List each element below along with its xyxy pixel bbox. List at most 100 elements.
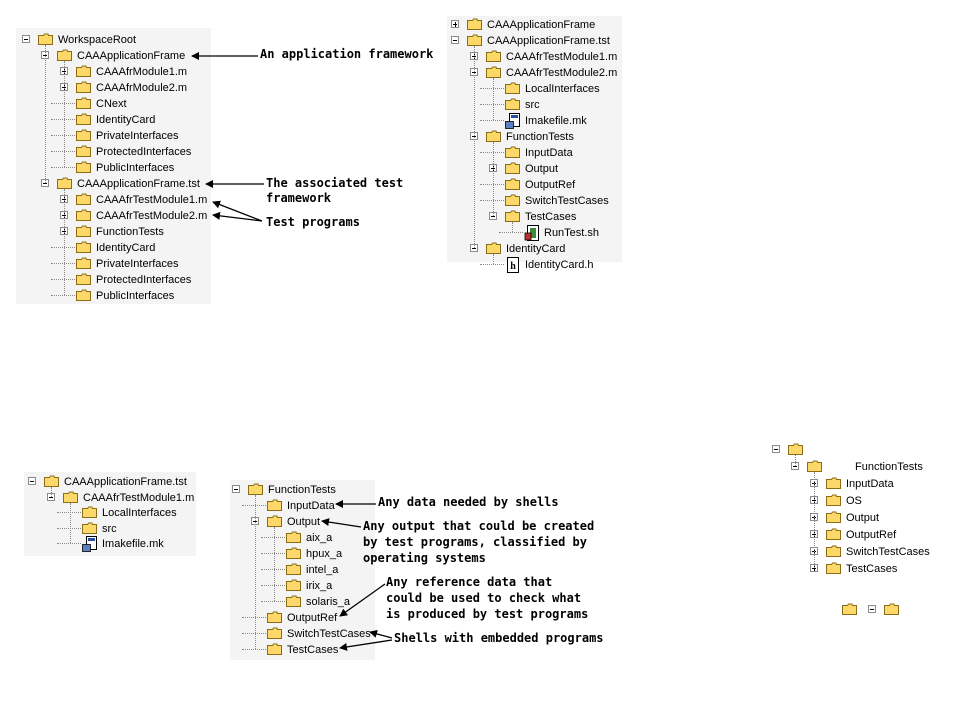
collapse-icon[interactable] (772, 445, 780, 453)
tree-node-label: CAAApplicationFrame.tst (77, 178, 200, 190)
tree-node-label: FunctionTests (96, 226, 164, 238)
tree-node-label: ProtectedInterfaces (96, 146, 192, 158)
tree-node-label: solaris_a (306, 596, 351, 608)
tree-connector (480, 104, 504, 105)
tree-node-label: IdentityCard (506, 243, 566, 255)
tree-node-label: PrivateInterfaces (96, 130, 179, 142)
arrow-switch-test-cases (369, 629, 393, 639)
folder-icon (286, 563, 301, 575)
folder-icon (826, 562, 841, 574)
tree-node-label: OutputRef (525, 179, 576, 191)
tree-node-label: OutputRef (287, 612, 338, 624)
folder-icon (467, 34, 482, 46)
tree-node-label: OutputRef (846, 529, 897, 541)
folder-icon (76, 65, 91, 77)
tree-connector (255, 495, 256, 649)
tree-node-label: WorkspaceRoot (58, 34, 137, 46)
tree-connector (512, 222, 513, 232)
collapse-icon[interactable] (451, 36, 459, 44)
folder-icon (44, 475, 59, 487)
tree-connector (274, 527, 275, 601)
tree-node-label: PublicInterfaces (96, 162, 175, 174)
tree-node-label: InputData (287, 500, 335, 512)
tree-connector (480, 200, 504, 201)
folder-icon (76, 97, 91, 109)
tree-connector (242, 505, 266, 506)
collapse-icon[interactable] (28, 477, 36, 485)
tree-node-label: SwitchTestCases (846, 546, 930, 558)
folder-icon (486, 66, 501, 78)
annotation-shells: Shells with embedded programs (394, 631, 604, 645)
folder-icon (76, 273, 91, 285)
collapse-icon[interactable] (232, 485, 240, 493)
arrow-test-module1 (212, 200, 263, 222)
tree-connector (242, 649, 266, 650)
tree-node-label: CAAAfrModule1.m (96, 66, 188, 78)
tree-node-label: SwitchTestCases (525, 195, 609, 207)
annotation-output-line1: Any output that could be created (363, 519, 595, 533)
annotation-test-framework-line1: The associated test (266, 176, 404, 190)
folder-icon (267, 499, 282, 511)
annotation-reference-line2: could be used to check what (386, 591, 582, 605)
tree-node-label: intel_a (306, 564, 339, 576)
folder-icon (82, 506, 97, 518)
folder-icon (76, 113, 91, 125)
tree-node-label: IdentityCard (96, 114, 156, 126)
annotation-output-line2: by test programs, classified by (363, 535, 587, 549)
tree-connector (474, 46, 475, 248)
folder-icon (76, 225, 91, 237)
arrow-output (321, 518, 362, 528)
collapse-icon[interactable] (868, 605, 876, 613)
annotation-app-framework: An application framework (260, 47, 434, 61)
tree-node-label: OS (846, 495, 862, 507)
tree-connector (480, 120, 504, 121)
folder-icon (505, 98, 520, 110)
folder-icon (57, 177, 72, 189)
tree-node-label: Output (287, 516, 321, 528)
annotation-input-data: Any data needed by shells (378, 495, 559, 509)
tree-node-label: CAAApplicationFrame (487, 19, 596, 31)
expand-icon[interactable] (451, 20, 459, 28)
folder-icon (807, 460, 822, 472)
collapse-icon[interactable] (22, 35, 30, 43)
makefile-icon (82, 536, 98, 552)
folder-icon (76, 289, 91, 301)
tree-node-label: IdentityCard (96, 242, 156, 254)
tree-node-label: FunctionTests (506, 131, 574, 143)
tree-connector (814, 472, 815, 568)
arrow-output-ref (339, 583, 386, 617)
folder-icon (826, 511, 841, 523)
tree-node-label: CAAAfrTestModule2.m (96, 210, 208, 222)
tree-node-label: CAAAfrTestModule1.m (83, 491, 195, 504)
tree-node-label: TestCases (846, 563, 898, 575)
folder-icon (76, 241, 91, 253)
folder-icon (76, 129, 91, 141)
folder-icon (884, 603, 899, 615)
tree-connector (261, 553, 285, 554)
tree-connector (480, 264, 504, 265)
folder-icon (76, 81, 91, 93)
tree-connector (261, 601, 285, 602)
tree-node-label: InputData (525, 147, 573, 159)
folder-icon (505, 146, 520, 158)
folder-icon (76, 257, 91, 269)
arrow-test-cases (339, 639, 393, 651)
annotation-test-programs: Test programs (266, 215, 360, 229)
script-file-icon (524, 225, 540, 241)
folder-icon (76, 145, 91, 157)
folder-icon (826, 494, 841, 506)
tree-connector (64, 189, 65, 295)
arrow-test-module2 (212, 211, 263, 222)
folder-icon (63, 491, 78, 503)
tree-connector (51, 167, 75, 168)
tree-node-label: CAAApplicationFrame.tst (487, 35, 610, 47)
annotation-reference-line1: Any reference data that (386, 575, 553, 589)
tree-connector (45, 45, 46, 183)
folder-icon (286, 531, 301, 543)
tree-node-label: aix_a (306, 532, 333, 544)
tree-node-label: InputData (846, 478, 894, 490)
folder-icon (486, 130, 501, 142)
tree-node-label: PrivateInterfaces (96, 258, 179, 270)
